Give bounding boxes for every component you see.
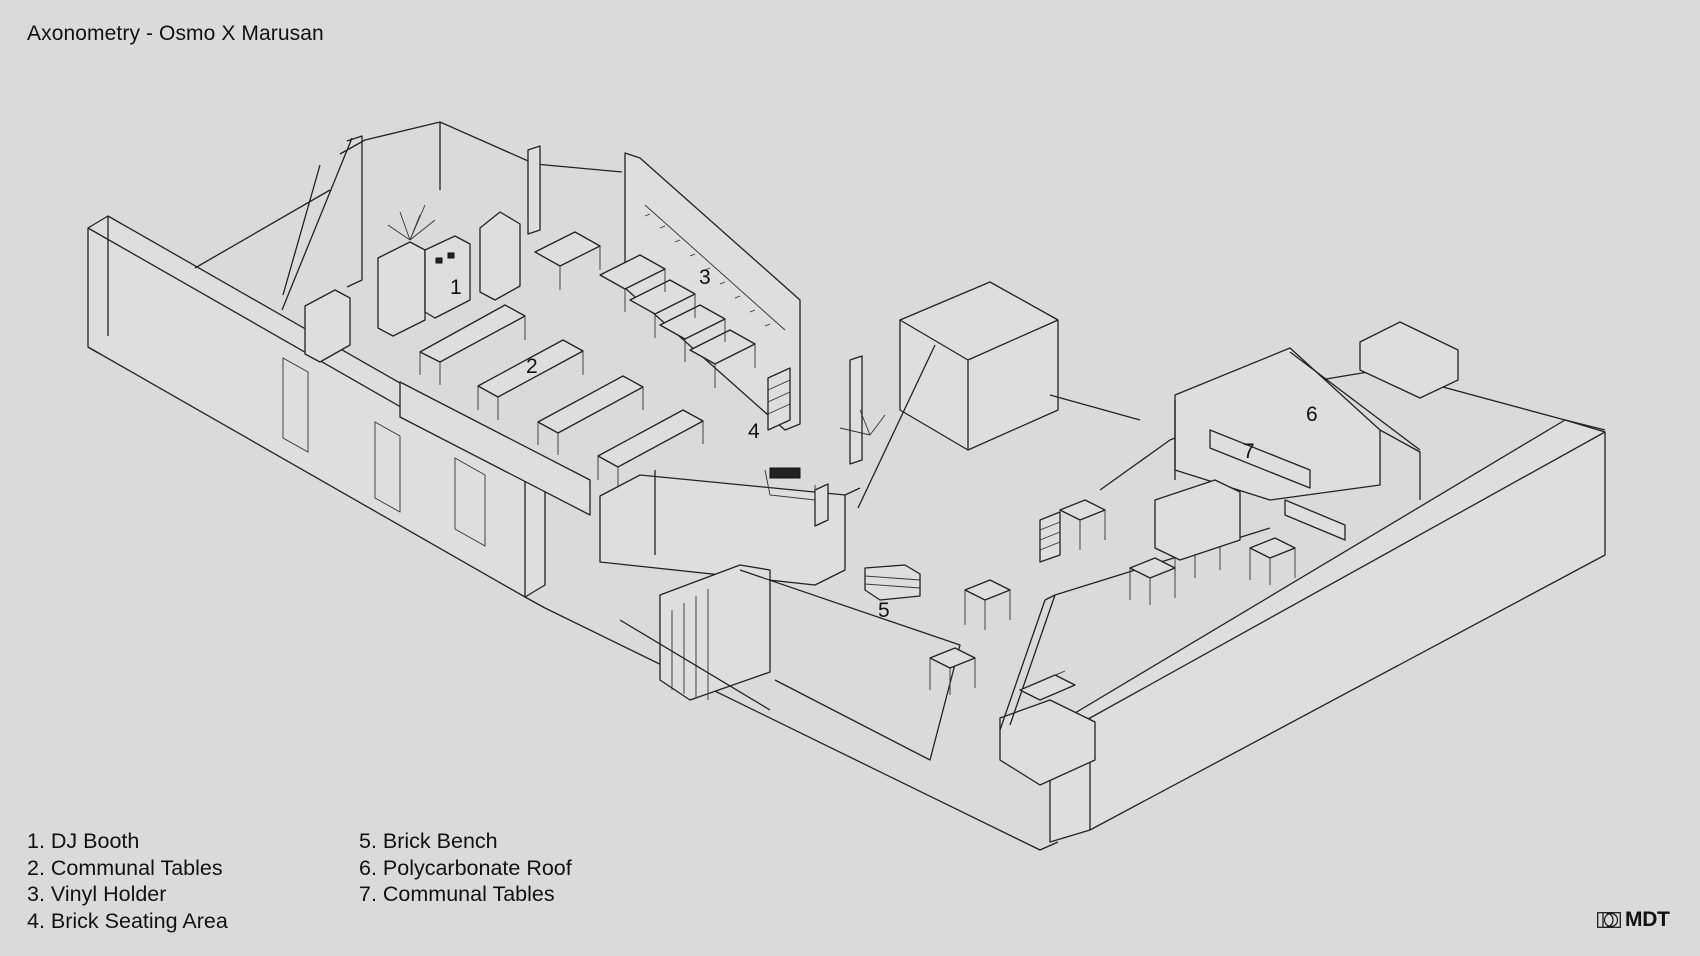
- marker-brick-seating-area: 4: [748, 420, 760, 443]
- legend-item-dj-booth: 1. DJ Booth: [27, 829, 140, 853]
- marker-communal-tables: 2: [526, 355, 538, 378]
- legend-item-polycarbonate-roof: 6. Polycarbonate Roof: [359, 855, 572, 880]
- marker-dj-booth: 1: [450, 276, 462, 299]
- marker-vinyl-holder: 3: [699, 266, 711, 289]
- legend-left: 1. DJ Booth 2. Communal Tables 3. Vinyl …: [27, 828, 228, 934]
- communal-tables-group: [399, 304, 704, 516]
- marker-communal-tables-7: 7: [1243, 440, 1255, 463]
- legend-item-vinyl-holder: 3. Vinyl Holder: [27, 882, 167, 906]
- brand-text: MDT: [1625, 908, 1670, 931]
- legend-item-communal-tables-7: 7. Communal Tables: [359, 882, 555, 906]
- mdt-logo-icon: [1597, 912, 1621, 928]
- legend-item-brick-seating-area: 4. Brick Seating Area: [27, 908, 228, 933]
- brand-logo: MDT: [1597, 908, 1670, 932]
- building-middle: [857, 281, 1141, 509]
- page-title: Axonometry - Osmo X Marusan: [27, 22, 324, 45]
- marker-brick-bench: 5: [878, 599, 890, 622]
- building-right: [929, 321, 1606, 843]
- courtyard-tables: [929, 479, 1296, 695]
- marker-polycarbonate-roof: 6: [1306, 403, 1318, 426]
- building-left: [87, 121, 1059, 851]
- legend-item-brick-bench: 5. Brick Bench: [359, 829, 498, 853]
- legend-right: 5. Brick Bench 6. Polycarbonate Roof 7. …: [359, 828, 572, 908]
- legend-item-communal-tables: 2. Communal Tables: [27, 855, 223, 880]
- vinyl-holder-group: [534, 231, 791, 431]
